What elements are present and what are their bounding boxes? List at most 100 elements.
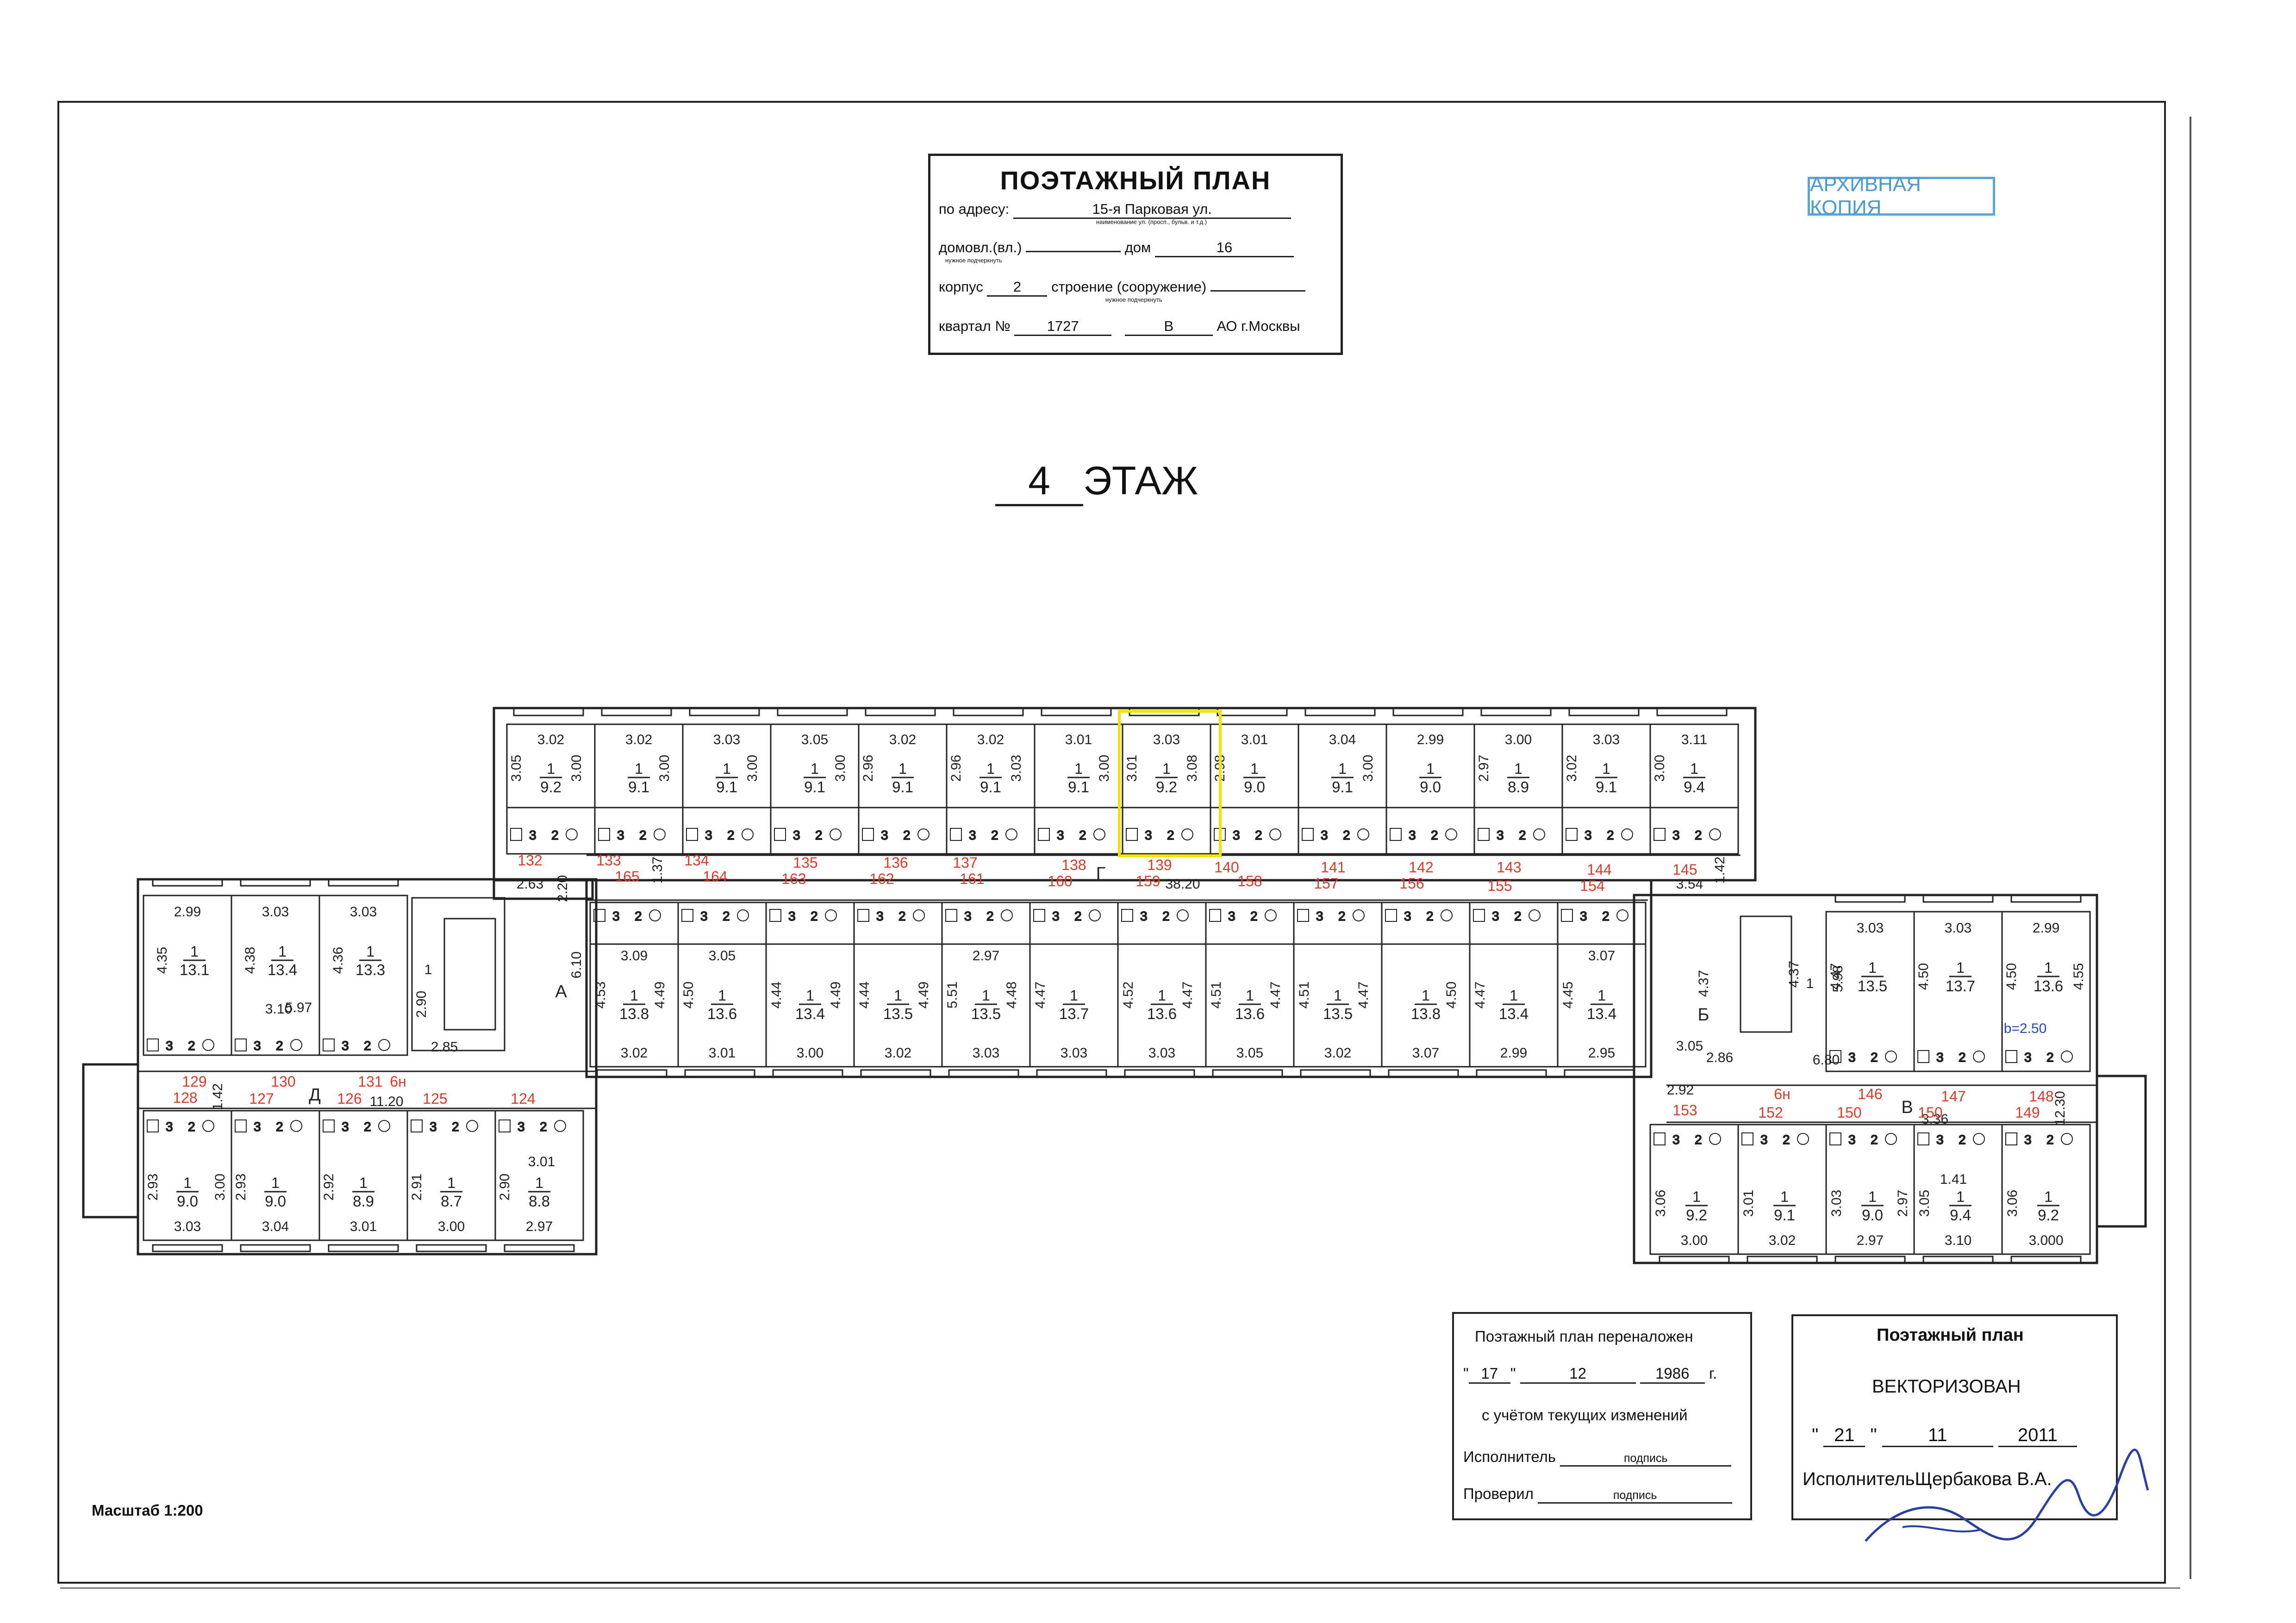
revision-line3: с учётом текущих изменений <box>1482 1406 1688 1424</box>
room-width: 3.01 <box>350 1219 377 1234</box>
fixture-label: 3 <box>2024 1132 2032 1147</box>
fixture-label: 2 <box>276 1119 283 1134</box>
vectorized-executor: ИсполнительЩербакова В.А. <box>1803 1469 2052 1490</box>
room-depth: 2.96 <box>948 755 964 782</box>
room-number: 1 <box>894 987 902 1004</box>
room-depth: 4.51 <box>1209 982 1224 1008</box>
red-room-number: 160 <box>1048 873 1072 889</box>
window <box>948 1069 1019 1077</box>
vectorized-executor-value: Щербакова В.А. <box>1915 1469 2052 1489</box>
room-number: 1 <box>359 1175 368 1191</box>
room-number: 1 <box>2044 1188 2053 1205</box>
room-width: 2.99 <box>2033 920 2059 936</box>
room-depth: 3.03 <box>1829 1190 1844 1217</box>
west-balcony <box>82 1063 139 1219</box>
stroenie-hint: нужное подчеркнуть <box>1105 296 1162 303</box>
red-room-number: 156 <box>1399 875 1424 892</box>
fixture-label: 3 <box>881 828 888 842</box>
sink-icon <box>411 1119 423 1132</box>
room-number: 1 <box>1334 987 1342 1004</box>
vectorized-date: " 21 " 11 2011 <box>1812 1425 2077 1447</box>
toilet-icon <box>1885 1051 1897 1063</box>
toilet-icon <box>917 828 930 840</box>
room-depth: 4.47 <box>1180 982 1195 1008</box>
room-width: 3.00 <box>438 1219 465 1234</box>
window <box>1834 895 1906 903</box>
fixture-label: 2 <box>1162 909 1170 923</box>
dimension-label: 1.37 <box>650 857 665 883</box>
room-number: 1 <box>1158 987 1166 1004</box>
corridor-letter: В <box>1901 1098 1913 1117</box>
room-depth: 4.52 <box>1121 982 1136 1008</box>
toilet-icon <box>1445 828 1457 840</box>
fixture-label: 3 <box>1233 828 1240 842</box>
room-number: 1 <box>1780 1188 1789 1205</box>
room-number: 1 <box>1422 987 1430 1004</box>
toilet-icon <box>290 1039 302 1051</box>
room-depth: 3.01 <box>1124 755 1140 782</box>
room-area: 13.5 <box>1323 1005 1353 1022</box>
toilet-icon <box>1621 828 1633 840</box>
room-area: 13.5 <box>1858 977 1887 995</box>
window <box>1656 707 1728 716</box>
room-area: 9.1 <box>628 778 649 796</box>
frame-edge-bottom <box>60 1587 2180 1589</box>
sink-icon <box>1033 909 1045 922</box>
dimension-label: 4.37 <box>1696 970 1711 997</box>
fixture-label: 3 <box>617 828 624 842</box>
fixture-label: 3 <box>166 1119 173 1134</box>
red-room-number: 141 <box>1321 859 1345 876</box>
revision-executor-value: подпись <box>1560 1452 1732 1467</box>
red-room-number: 154 <box>1580 877 1604 894</box>
room-number: 1 <box>1246 987 1254 1004</box>
room-number: 1 <box>630 987 638 1004</box>
red-room-number: 125 <box>423 1090 447 1107</box>
toilet-icon <box>1709 1133 1721 1145</box>
korpus-row: корпус 2 строение (сооружение) нужное по… <box>939 279 1305 303</box>
window <box>1304 707 1376 716</box>
room-width: 3.02 <box>889 732 916 747</box>
room-depth: 3.05 <box>1917 1190 1932 1217</box>
fixture-label: 2 <box>903 828 911 842</box>
toilet-icon <box>554 1120 566 1132</box>
fixture-label: 3 <box>1492 909 1499 923</box>
room-width: 3.03 <box>1593 732 1620 747</box>
dimension-label: 2.86 <box>1706 1050 1733 1065</box>
dimension-label: 2.63 <box>517 877 543 892</box>
room-area: 9.1 <box>804 778 825 796</box>
sink-icon <box>1653 1132 1666 1145</box>
okrug-value: В <box>1124 318 1213 336</box>
sink-icon <box>1561 909 1573 922</box>
sink-icon <box>1297 909 1309 922</box>
toilet-icon <box>1973 1051 1985 1063</box>
room-depth: 3.00 <box>745 755 760 782</box>
room-depth: 2.96 <box>861 755 876 782</box>
domovl-hint: нужное подчеркнуть <box>945 257 1002 264</box>
fixture-label: 3 <box>1404 909 1411 923</box>
signature-scribble <box>1865 1449 2149 1542</box>
kvartal-value: 1727 <box>1014 318 1112 336</box>
room-area: 13.4 <box>1587 1005 1616 1022</box>
room-depth: 4.47 <box>1828 963 1843 990</box>
window <box>513 707 584 716</box>
toilet-icon <box>1181 828 1193 840</box>
red-room-number: 150 <box>1918 1104 1942 1121</box>
fixture-label: 3 <box>1409 828 1416 842</box>
room-width: 3.03 <box>262 904 289 920</box>
room-number: 1 <box>1426 760 1435 777</box>
fixture-label: 3 <box>1052 909 1060 923</box>
room-number: 1 <box>1250 760 1259 777</box>
fixture-label: 3 <box>1057 828 1064 842</box>
room-depth: 4.49 <box>916 982 931 1008</box>
room-number: 1 <box>1692 1188 1701 1205</box>
dimension-label: 1.41 <box>1940 1172 1967 1187</box>
toilet-icon <box>913 909 925 921</box>
toilet-icon <box>290 1120 302 1132</box>
